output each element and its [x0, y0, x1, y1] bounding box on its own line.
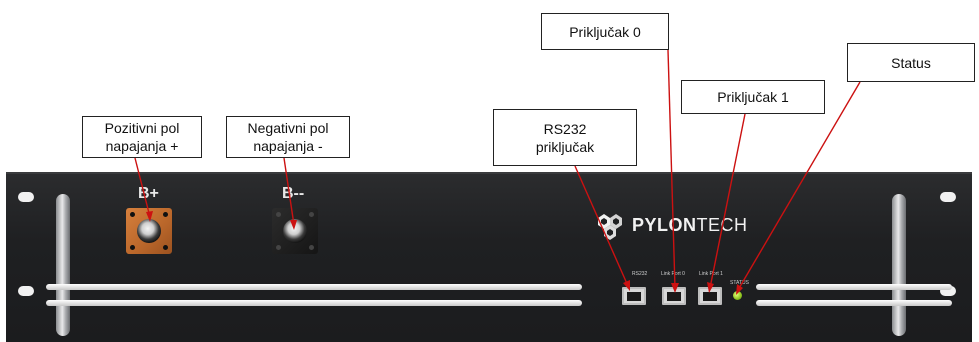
callout-positive-line2: napajanja + — [105, 138, 179, 154]
callout-negative-line1: Negativni pol — [247, 120, 329, 136]
callout-rs232-line2: priključak — [535, 138, 595, 155]
leader-negative — [283, 157, 295, 226]
callout-port0: Priključak 0 — [541, 13, 669, 50]
port-label-link0: Link Port 0 — [661, 271, 685, 277]
front-rail-bottom — [46, 300, 582, 306]
leader-rs232 — [574, 165, 629, 287]
terminal-bolt — [309, 245, 314, 250]
front-rail-right-top — [756, 284, 952, 290]
leader-rs232-arrow — [623, 280, 630, 291]
front-rail-top — [46, 284, 582, 290]
terminal-bolt — [163, 212, 168, 217]
mount-hole-right-top — [940, 192, 956, 202]
callout-rs232: RS232 priključak — [493, 109, 637, 166]
port-label-status: STATUS — [730, 280, 749, 286]
rs232-port — [622, 287, 646, 305]
leader-positive — [134, 157, 151, 218]
leader-port0 — [667, 49, 676, 289]
terminal-bolt — [276, 212, 281, 217]
leader-port0-arrow — [671, 283, 679, 293]
negative-terminal — [272, 208, 318, 254]
positive-terminal — [126, 208, 172, 254]
leader-port1 — [709, 113, 746, 289]
mount-hole-left-top — [18, 192, 34, 202]
callout-negative-line2: napajanja - — [253, 138, 323, 154]
brand-logo-text: PYLONTECH — [632, 215, 748, 236]
callout-port0-label: Priključak 0 — [569, 23, 641, 40]
callout-port1: Priključak 1 — [681, 80, 825, 114]
leader-negative-arrow — [290, 220, 297, 230]
callout-status: Status — [847, 43, 975, 82]
terminal-bolt — [276, 245, 281, 250]
negative-terminal-label: B-- — [282, 185, 305, 202]
callout-port1-label: Priključak 1 — [717, 89, 789, 105]
mount-hole-left-bottom — [18, 286, 34, 296]
terminal-bolt — [130, 245, 135, 250]
terminal-bolt — [130, 212, 135, 217]
callout-positive-pole: Pozitivni pol napajanja + — [82, 116, 202, 158]
port-label-rs232: RS232 — [632, 271, 648, 277]
brand-bold: PYLON — [632, 215, 697, 235]
link-port-1 — [698, 287, 722, 305]
leader-port1-arrow — [707, 282, 714, 293]
leader-status-arrow — [736, 284, 743, 295]
battery-module: B+ B-- — [6, 172, 972, 342]
port-label-link1: Link Port 1 — [699, 271, 723, 277]
terminal-bolt — [309, 212, 314, 217]
terminal-socket — [137, 219, 161, 243]
status-led — [733, 291, 742, 300]
leader-status — [737, 81, 861, 291]
leader-positive-arrow — [146, 211, 153, 222]
terminal-bolt — [163, 245, 168, 250]
callout-rs232-line1: RS232 — [543, 120, 587, 137]
mount-hole-right-bottom — [940, 286, 956, 296]
callout-status-label: Status — [891, 54, 931, 71]
callout-positive-line1: Pozitivni pol — [104, 120, 180, 136]
front-rail-right-bottom — [756, 300, 952, 306]
brand-thin: TECH — [697, 215, 748, 235]
callout-negative-pole: Negativni pol napajanja - — [226, 116, 350, 158]
